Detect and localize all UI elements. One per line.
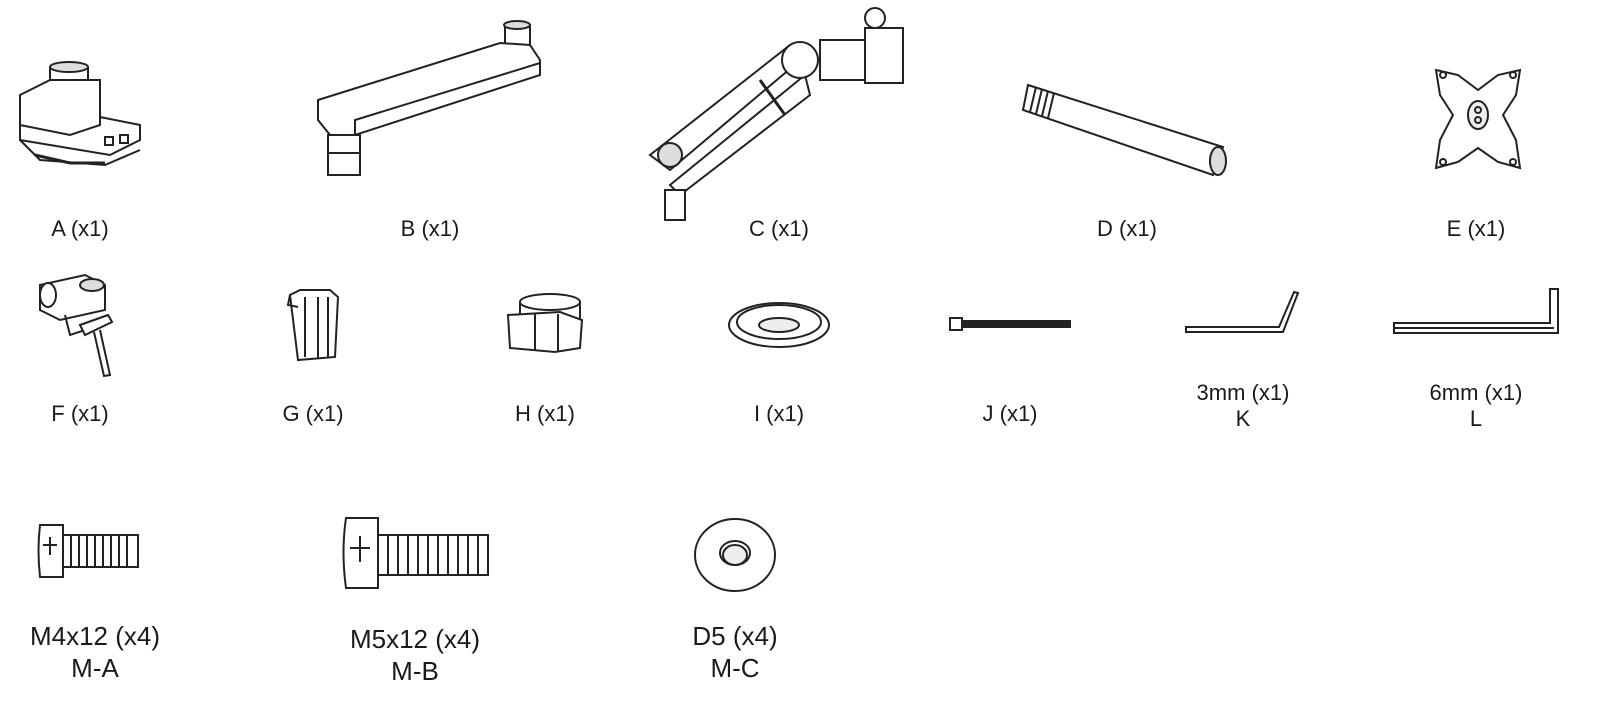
part-i-label: I (x1) — [753, 401, 805, 426]
part-a-label: A (x1) — [51, 216, 109, 241]
pole-illustration — [1018, 75, 1258, 195]
part-m-a-code: M-A — [71, 653, 119, 683]
part-b-label: B (x1) — [400, 216, 460, 241]
part-m-c-size: D5 (x4) — [692, 621, 778, 651]
grommet-illustration — [724, 295, 834, 355]
part-m-b-code: M-B — [391, 656, 439, 686]
vesa-plate-illustration — [1428, 60, 1528, 180]
gas-spring-arm-illustration — [640, 0, 920, 230]
part-k-size: 3mm (x1) — [1196, 380, 1290, 405]
part-g-label: G (x1) — [282, 401, 344, 426]
allen-key-6mm-illustration — [1392, 287, 1562, 342]
part-f-label: F (x1) — [51, 401, 109, 426]
part-e-label: E (x1) — [1446, 216, 1506, 241]
screw-m5-illustration — [338, 510, 498, 595]
allen-key-3mm-illustration — [1184, 290, 1304, 340]
lower-arm-illustration — [310, 15, 570, 185]
clamp-base-illustration — [10, 55, 170, 225]
part-c-label: C (x1) — [749, 216, 809, 241]
part-h-label: H (x1) — [515, 401, 575, 426]
clamp-lever-illustration — [30, 270, 120, 380]
part-j-label: J (x1) — [982, 401, 1038, 426]
screw-m4-illustration — [35, 515, 145, 585]
part-m-b-size: M5x12 (x4) — [349, 624, 481, 654]
washer-illustration — [690, 515, 780, 595]
cable-holder-illustration — [500, 290, 590, 360]
part-m-a-size: M4x12 (x4) — [29, 621, 161, 651]
long-bolt-illustration — [948, 314, 1078, 334]
part-d-label: D (x1) — [1097, 216, 1157, 241]
part-k-code: K — [1235, 406, 1251, 431]
part-l-size: 6mm (x1) — [1429, 380, 1523, 405]
part-l-code: L — [1469, 406, 1483, 431]
part-m-c-code: M-C — [710, 653, 760, 683]
cable-clip-illustration — [280, 285, 350, 365]
